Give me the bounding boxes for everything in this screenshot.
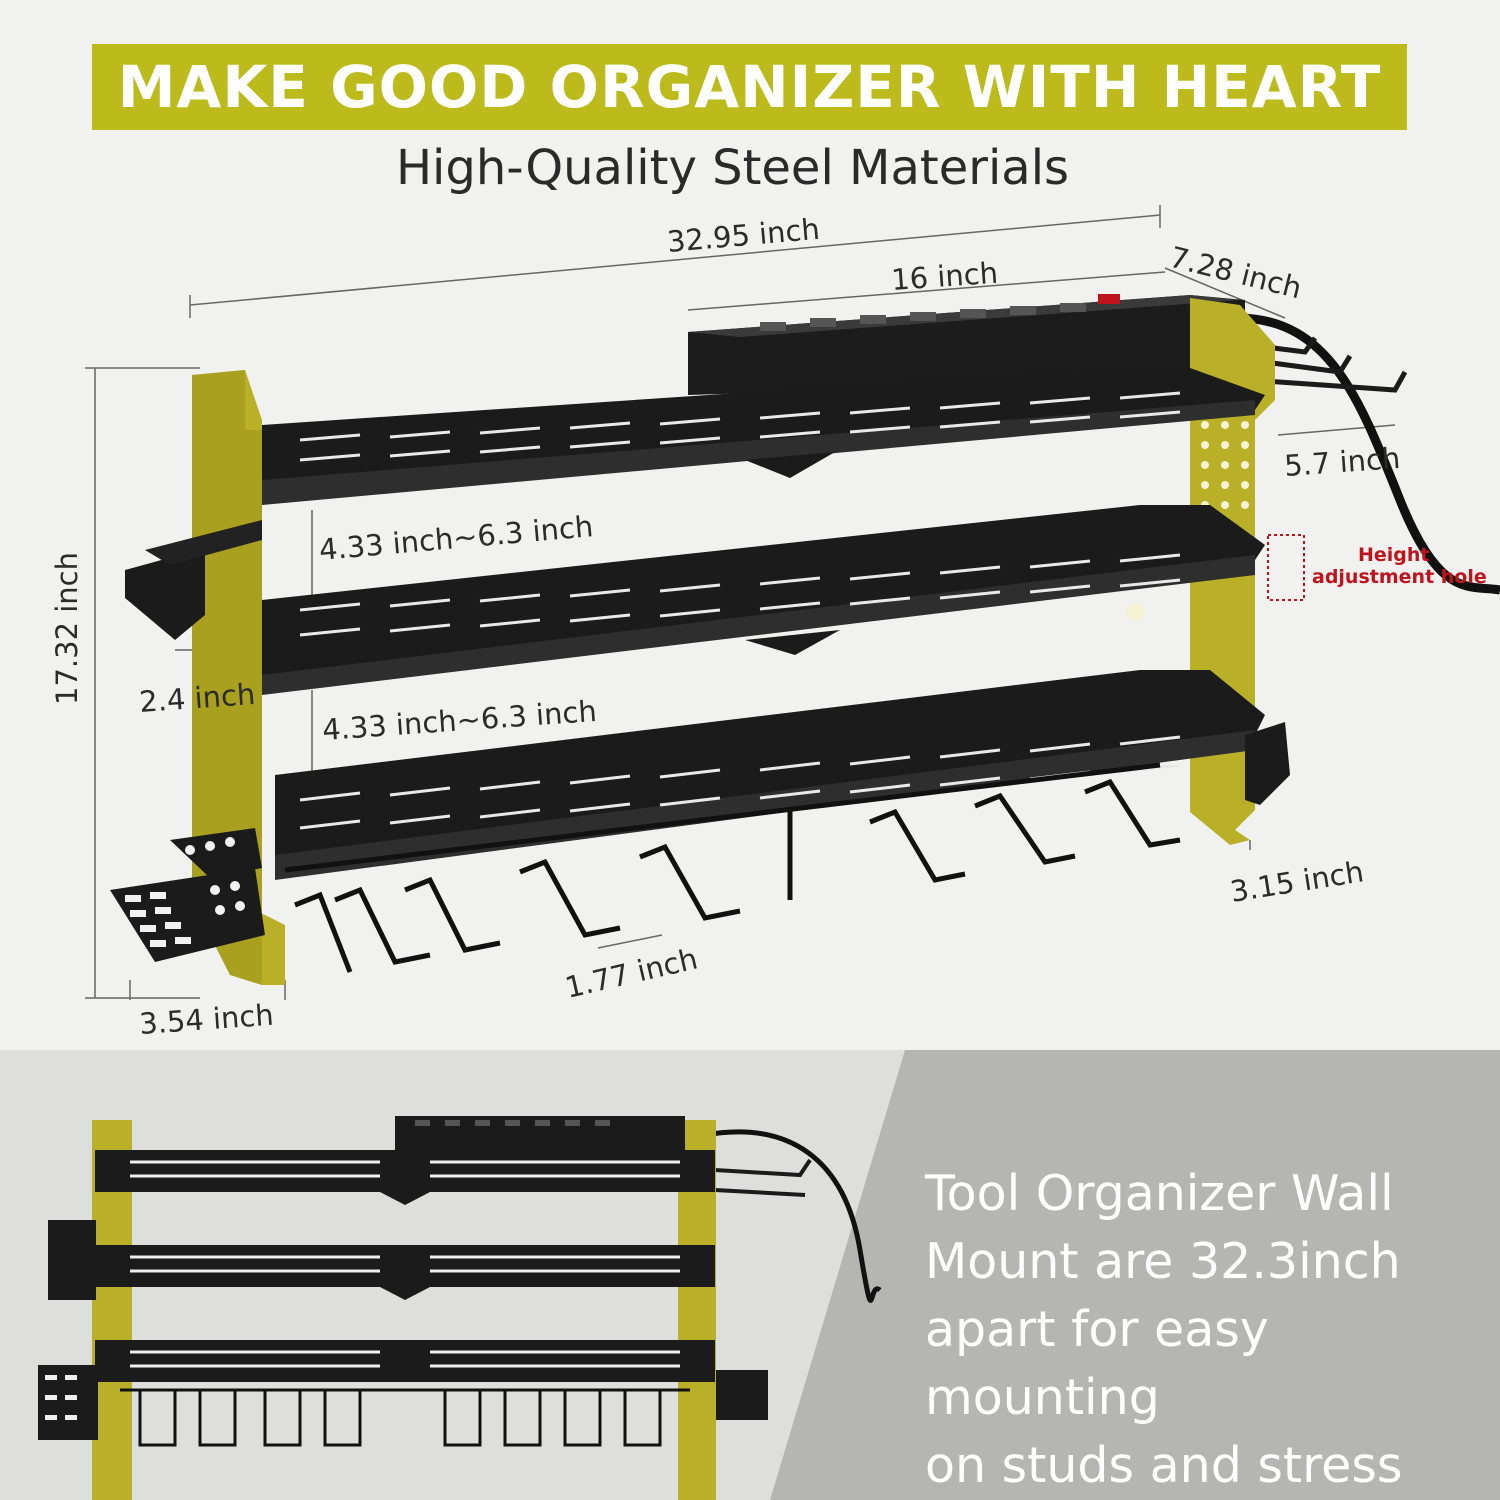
dim-right-tray: 3.15 inch [1228, 854, 1366, 909]
rack-diagram: 32.95 inch 16 inch 7.28 inch 5.7 inch 17… [50, 205, 1500, 1041]
power-cord [1239, 313, 1500, 595]
banner-title: MAKE GOOD ORGANIZER WITH HEART [117, 53, 1382, 121]
right-tray [1245, 722, 1290, 805]
title-banner: MAKE GOOD ORGANIZER WITH HEART [92, 44, 1407, 130]
dim-total-width: 32.95 inch [666, 212, 821, 259]
bottom-line-2: Mount are 32.3inch [925, 1233, 1401, 1290]
bottom-rack-image [38, 1050, 1500, 1500]
dim-total-height: 17.32 inch [50, 552, 84, 705]
subtitle: High-Quality Steel Materials [395, 140, 1070, 196]
drill-holders [284, 762, 1181, 973]
dim-box-width: 16 inch [890, 256, 999, 297]
bottom-line-3: apart for easy mounting [925, 1301, 1269, 1426]
dim-lower-gap: 4.33 inch~6.3 inch [321, 694, 598, 747]
middle-shelf [262, 505, 1265, 690]
middle-shelf-slots [299, 553, 1181, 637]
bottom-description: Tool Organizer Wall Mount are 32.3inch a… [925, 1160, 1485, 1500]
left-perforated-plate [110, 868, 265, 962]
bottom-section: Tool Organizer Wall Mount are 32.3inch a… [0, 1050, 1500, 1500]
dim-upper-gap: 4.33 inch~6.3 inch [318, 509, 595, 567]
top-shelf-slots [299, 391, 1181, 462]
adjustment-hole-marker [1267, 534, 1305, 601]
adjustment-holes [1126, 421, 1249, 621]
bottom-gray-panel [770, 1050, 1500, 1500]
bottom-line-1: Tool Organizer Wall [925, 1165, 1394, 1222]
note-adjustment: adjustment hole [1312, 566, 1487, 588]
dim-slot-spacing: 1.77 inch [562, 941, 701, 1004]
dim-hook-length: 5.7 inch [1283, 441, 1401, 483]
dim-side-tray: 2.4 inch [138, 677, 256, 719]
note-height: Height [1358, 544, 1430, 566]
bottom-line-4: on studs and stress [925, 1437, 1403, 1494]
dim-plate-width: 3.54 inch [138, 998, 275, 1041]
left-tray [125, 548, 205, 640]
bottom-shelf-slots [299, 735, 1181, 830]
